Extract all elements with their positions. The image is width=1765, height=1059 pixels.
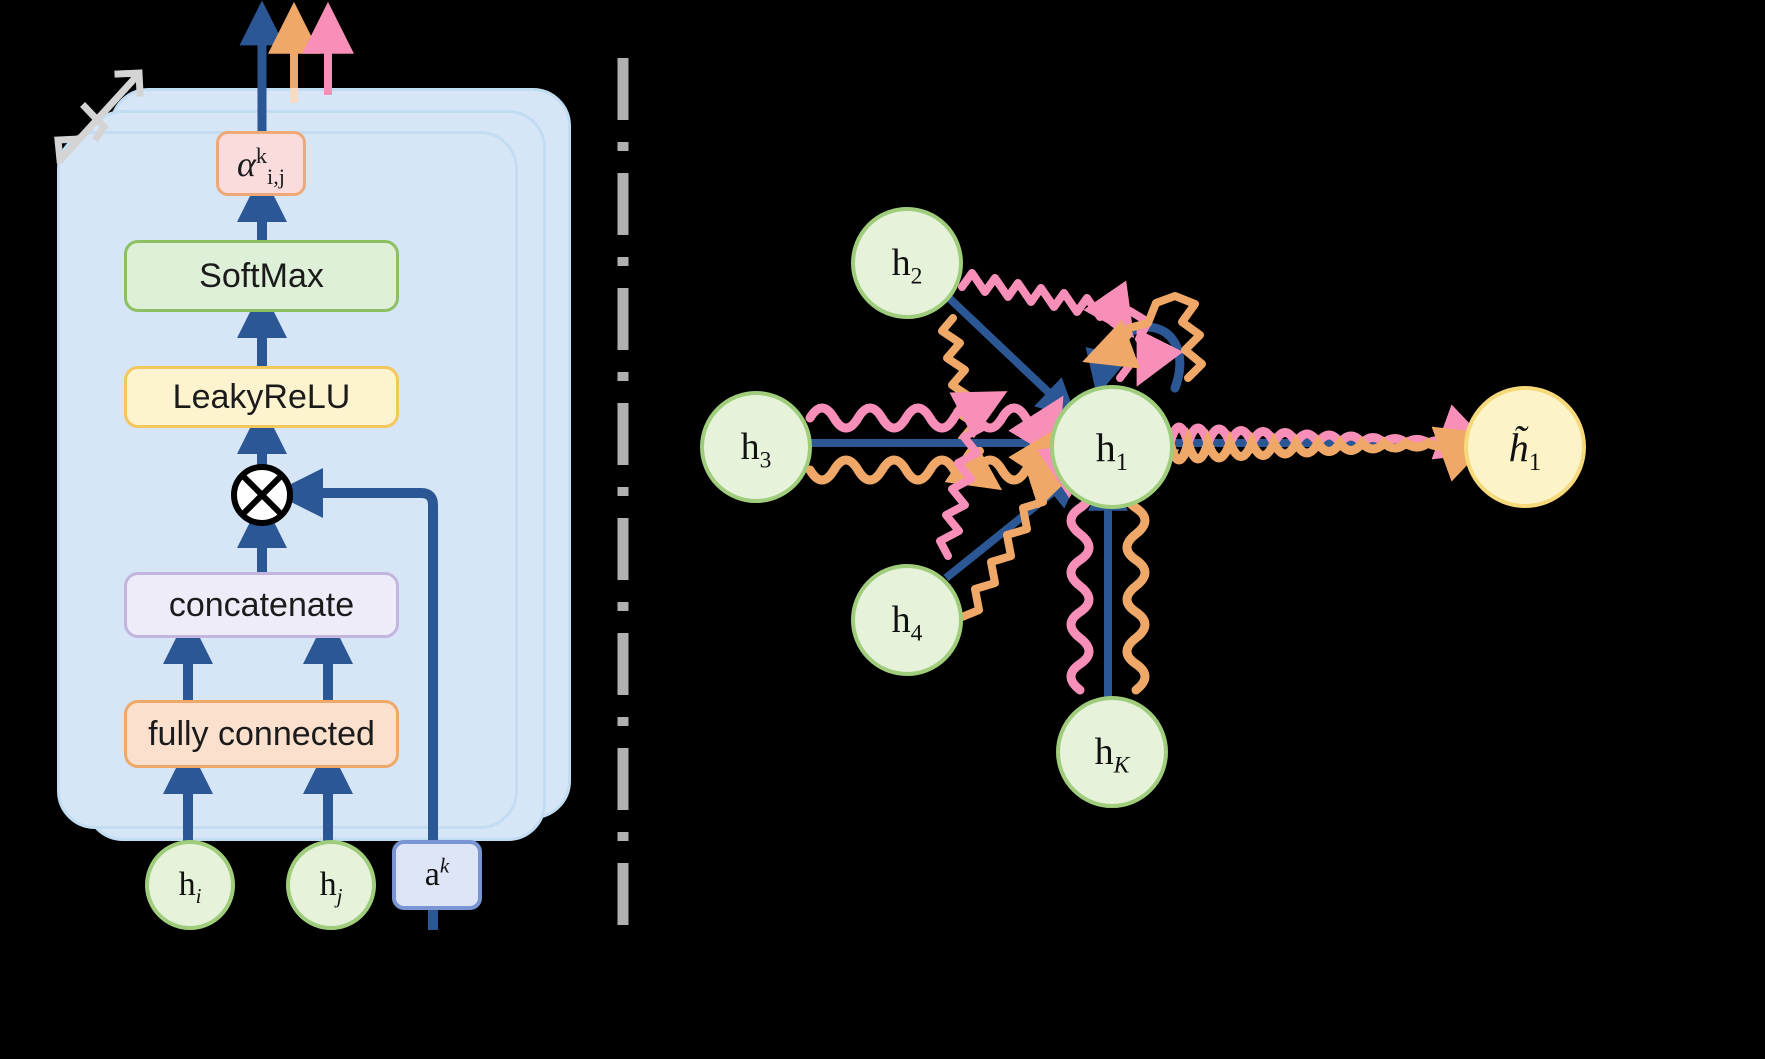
input-node-a-k[interactable]: ak <box>392 840 482 910</box>
alpha-sub: i,j <box>267 163 286 189</box>
input-node-h-j[interactable]: hj <box>286 840 376 930</box>
head-output-arrows <box>239 0 354 135</box>
leakyrelu-label: LeakyReLU <box>172 377 351 416</box>
graph-node-h-3[interactable]: h3 <box>700 391 812 503</box>
multiply-operator-icon <box>231 464 293 526</box>
a-k-label: ak <box>424 853 450 893</box>
self-loop-h1 <box>1082 292 1206 396</box>
input-node-h-i[interactable]: hi <box>145 840 235 930</box>
graph-node-h-4[interactable]: h4 <box>851 564 963 676</box>
softmax-box[interactable]: SoftMax <box>124 240 399 312</box>
edge-h4-h1 <box>936 391 1083 621</box>
h-i-sub: i <box>195 883 202 908</box>
alpha-sup: k <box>255 142 268 168</box>
h-tilde-1-label: h̃1 <box>1508 424 1542 476</box>
stack-bracket-icon <box>54 69 144 164</box>
alpha-label: αki,j <box>236 142 286 189</box>
fully-connected-box[interactable]: fully connected <box>124 700 399 768</box>
edge-h3-h1 <box>800 395 1068 493</box>
h-2-label: h2 <box>891 242 923 290</box>
leakyrelu-box[interactable]: LeakyReLU <box>124 366 399 428</box>
h-1-label: h1 <box>1095 424 1129 476</box>
h-j-sub: j <box>336 883 343 908</box>
graph-node-h-1[interactable]: h1 <box>1050 385 1174 509</box>
edge-h1-output <box>1158 404 1497 482</box>
h-K-label: hK <box>1094 731 1130 779</box>
concatenate-box[interactable]: concatenate <box>124 572 399 638</box>
alpha-output-box[interactable]: αki,j <box>216 131 306 196</box>
h-K-sub: K <box>1113 752 1130 779</box>
a-k-feed-path <box>272 468 438 930</box>
a-k-sup: k <box>439 853 450 878</box>
graph-node-h-K[interactable]: hK <box>1056 696 1168 808</box>
h-4-sub: 4 <box>910 620 923 647</box>
h-tilde-1-sub: 1 <box>1528 448 1542 476</box>
graph-node-h-tilde-1[interactable]: h̃1 <box>1464 386 1586 508</box>
h-2-sub: 2 <box>910 263 923 290</box>
h-i-label: hi <box>178 866 202 908</box>
concatenate-label: concatenate <box>168 585 355 624</box>
softmax-label: SoftMax <box>199 256 324 295</box>
h-j-label: hj <box>319 866 343 908</box>
fully-connected-label: fully connected <box>148 714 375 753</box>
h-3-label: h3 <box>740 426 772 474</box>
h-1-sub: 1 <box>1115 448 1129 476</box>
graph-node-h-2[interactable]: h2 <box>851 207 963 319</box>
h-4-label: h4 <box>891 599 923 647</box>
h-3-sub: 3 <box>759 447 772 474</box>
